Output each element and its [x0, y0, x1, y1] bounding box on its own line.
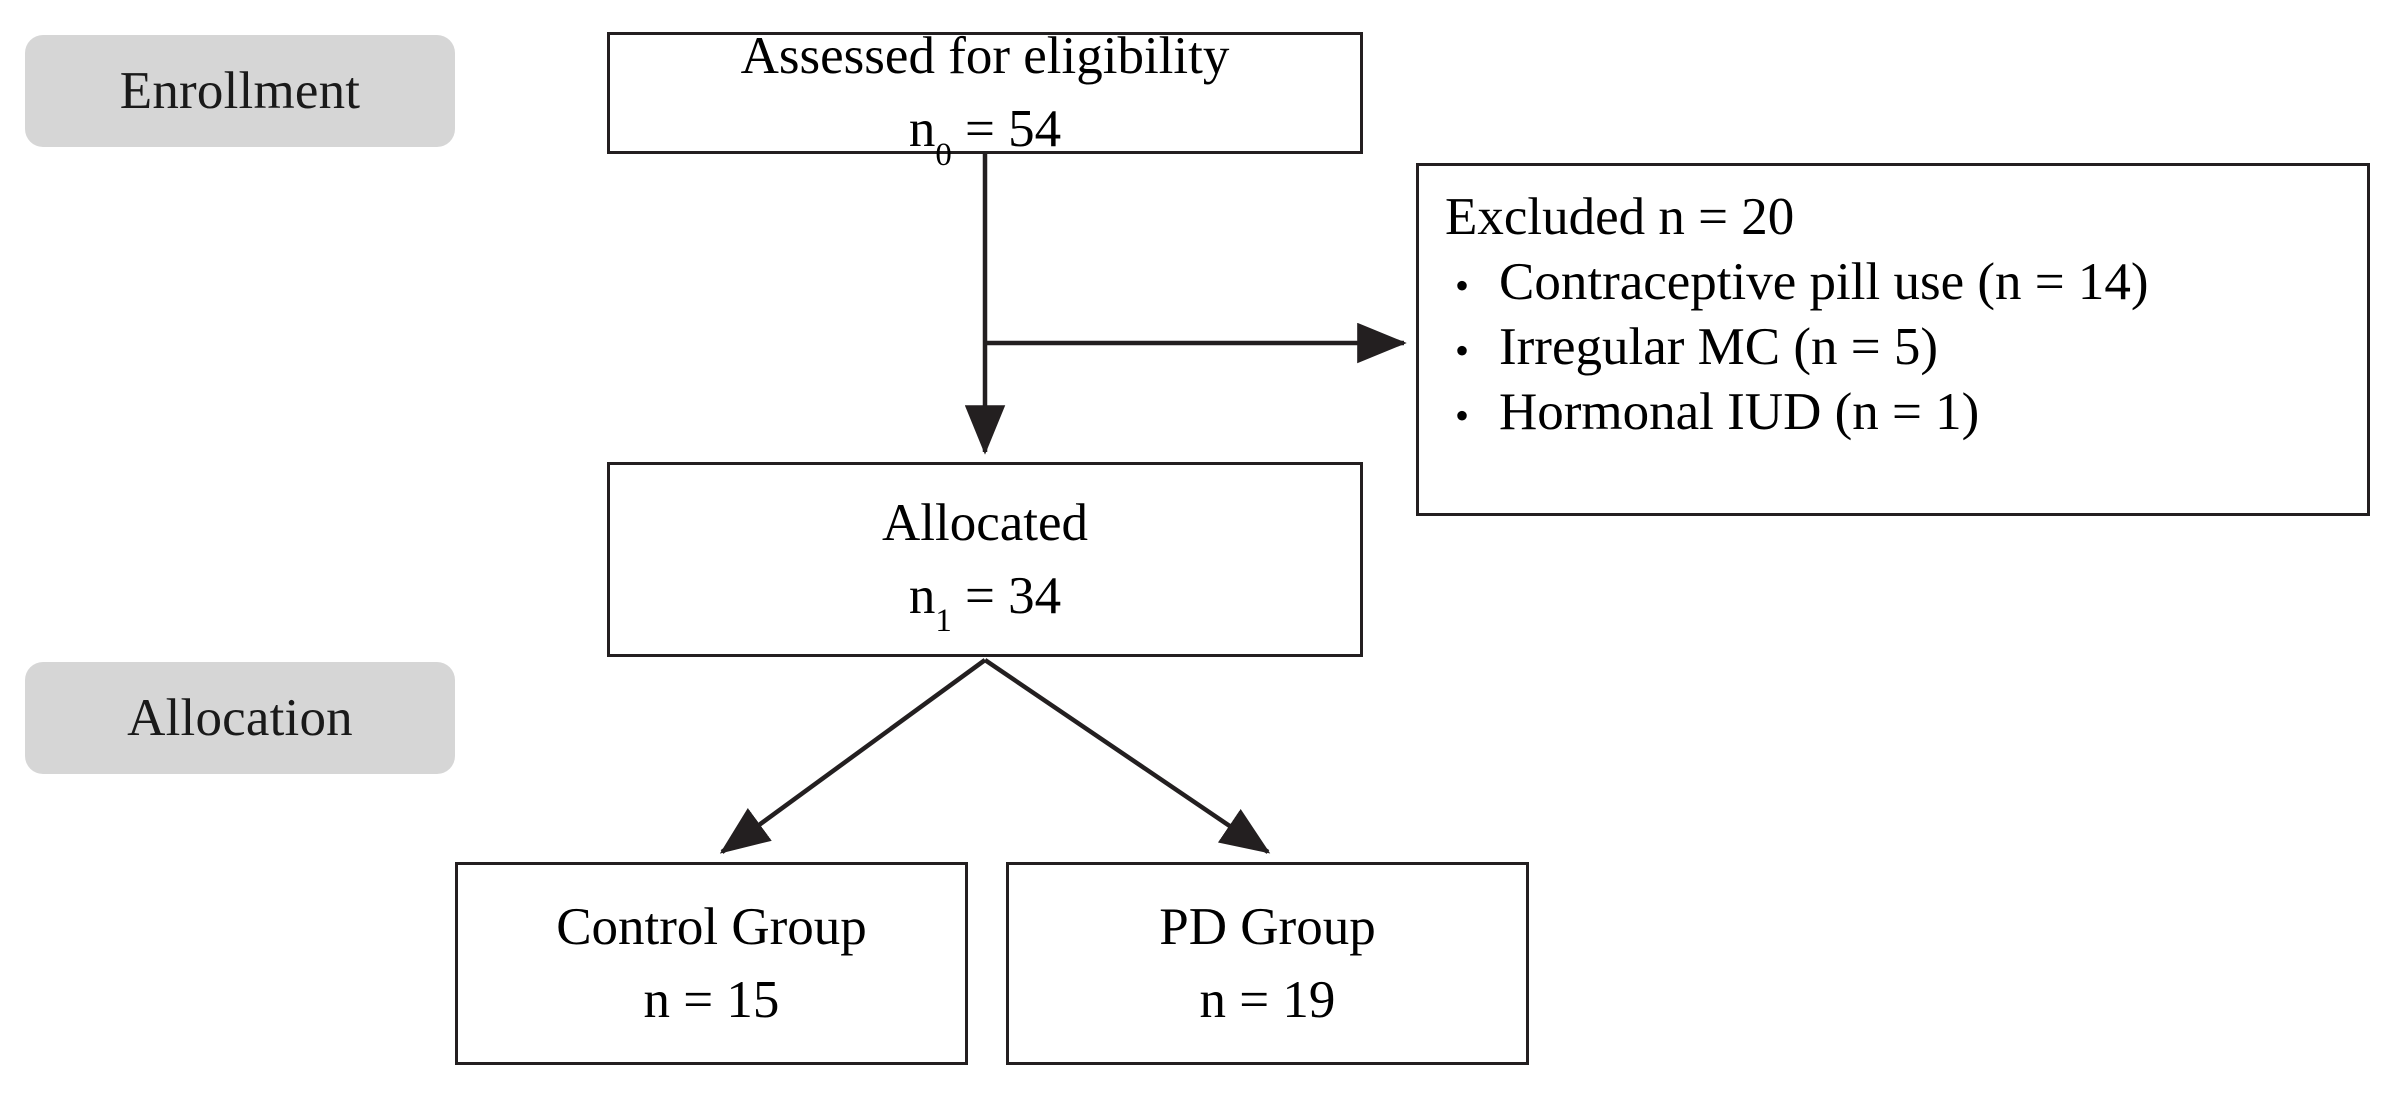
edge-allocated-to-pd [983, 658, 1271, 854]
node-allocated-count-value: 34 [1008, 566, 1062, 625]
node-assessed-for-eligibility: Assessed for eligibility n0 = 54 [607, 27, 1363, 171]
node-assessed-count-value: 54 [1008, 100, 1062, 158]
node-control-group-title: Control Group [556, 897, 867, 956]
bullet-icon: • [1455, 327, 1470, 373]
node-control-group: Control Group n = 15 [455, 862, 968, 1065]
edge-allocated-to-control [719, 658, 987, 854]
node-control-group-count: n = 15 [643, 970, 780, 1029]
node-assessed-count-equals: = [951, 100, 1009, 158]
node-pd-group: PD Group n = 19 [1006, 862, 1529, 1065]
node-excluded-reason-list: • Contraceptive pill use (n = 14) • Irre… [1441, 250, 2149, 444]
list-item: • Hormonal IUD (n = 1) [1441, 380, 2149, 445]
node-allocated-title: Allocated [881, 493, 1089, 552]
node-allocated-count-equals: = [951, 566, 1009, 625]
node-excluded-reason-text: Contraceptive pill use (n = 14) [1499, 253, 2149, 312]
bullet-icon: • [1455, 392, 1470, 438]
node-assessed-count-subscript: 0 [935, 136, 952, 173]
node-assessed-count: n0 = 54 [908, 97, 1062, 171]
node-allocated-count-subscript: 1 [935, 603, 952, 640]
node-allocated-count: n1 = 34 [908, 564, 1062, 638]
list-item: • Contraceptive pill use (n = 14) [1441, 250, 2149, 315]
node-assessed-title: Assessed for eligibility [740, 27, 1230, 86]
node-pd-group-count: n = 19 [1199, 970, 1336, 1029]
node-pd-group-title: PD Group [1159, 897, 1376, 956]
node-excluded-heading: Excluded n = 20 [1445, 188, 1795, 246]
node-allocated: Allocated n1 = 34 [607, 462, 1363, 657]
stage-label-allocation-text: Allocation [127, 688, 353, 747]
list-item: • Irregular MC (n = 5) [1441, 315, 2149, 380]
node-allocated-count-prefix: n [908, 566, 936, 625]
node-assessed-count-prefix: n [908, 100, 936, 158]
node-excluded-reason-text: Hormonal IUD (n = 1) [1499, 382, 1980, 441]
bullet-icon: • [1455, 263, 1470, 309]
stage-label-enrollment: Enrollment [25, 35, 455, 147]
node-excluded: Excluded n = 20 • Contraceptive pill use… [1416, 163, 2370, 516]
stage-label-allocation: Allocation [25, 662, 455, 774]
node-excluded-reason-text: Irregular MC (n = 5) [1499, 317, 1939, 376]
stage-label-enrollment-text: Enrollment [119, 61, 361, 120]
